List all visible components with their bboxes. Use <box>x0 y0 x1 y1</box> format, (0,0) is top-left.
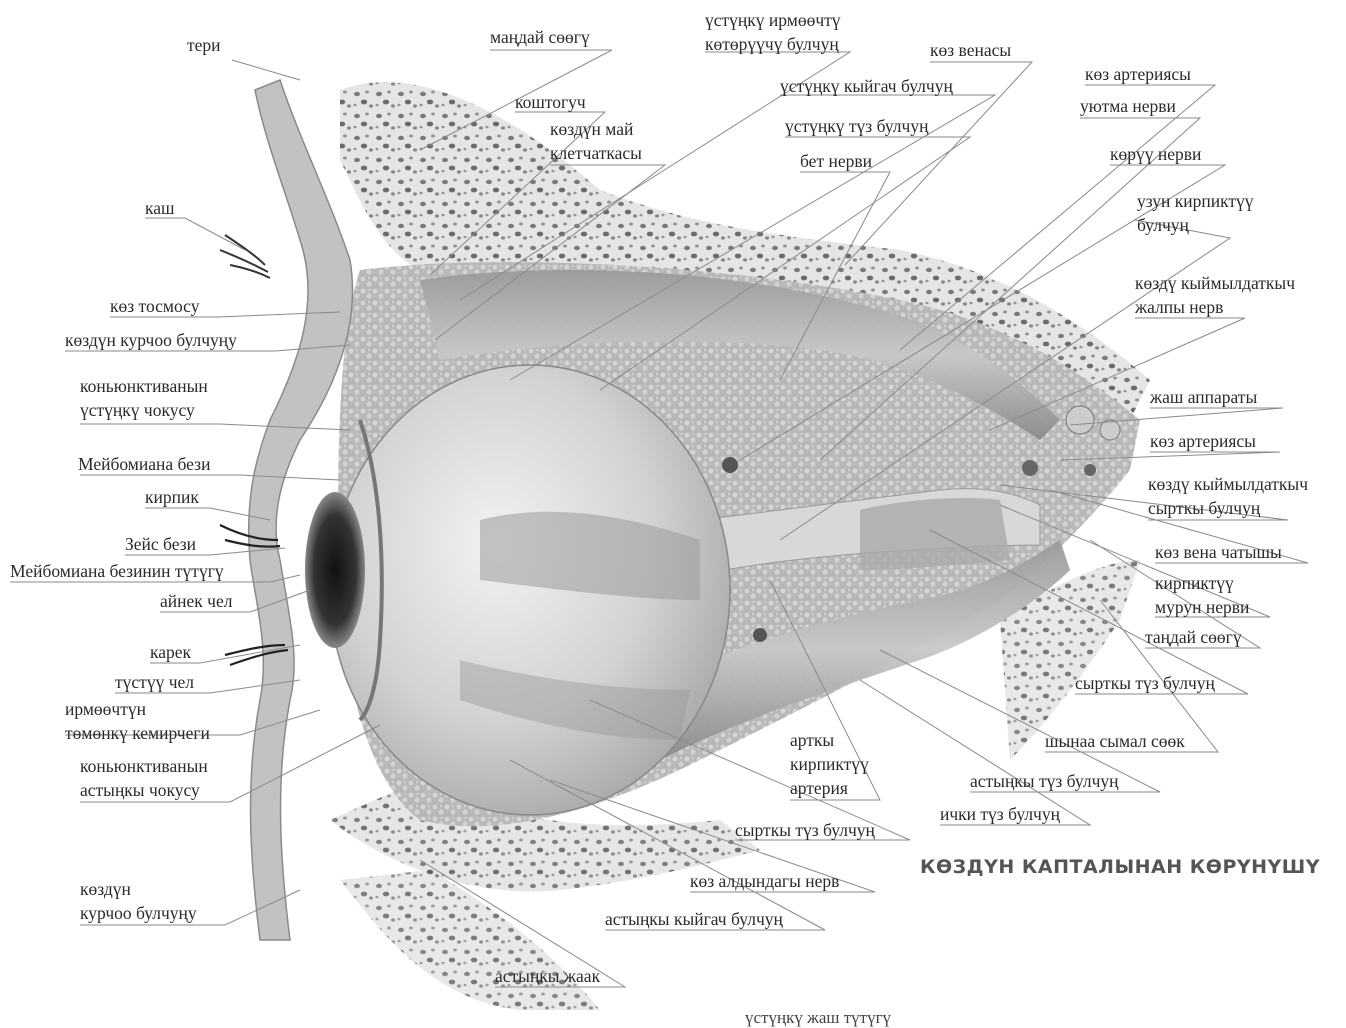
label-ust-irmeochu-line1: үстүңкү ирмөөчтү <box>705 8 841 32</box>
diagram-title: КӨЗДҮН КАПТАЛЫНАН КӨРҮНҮШҮ <box>920 856 1320 878</box>
label-koruu-nervi: көрүү нерви <box>1110 142 1201 166</box>
label-koz-vena-chatyshy: көз вена чатышы <box>1155 540 1282 564</box>
label-kozdu-syrtky: көздү кыймылдаткыч сырткы булчуң <box>1148 472 1308 520</box>
label-kozdu-syrtky-line2: сырткы булчуң <box>1148 496 1308 520</box>
label-arky-line1: арткы <box>790 728 869 752</box>
label-kozdun-mai-line2: клетчаткасы <box>550 141 642 165</box>
label-kurchoo-bottom-line1: көздүн <box>80 877 197 901</box>
label-koz-aldyndagy: көз алдындагы нерв <box>690 869 839 893</box>
label-tandai-soogu: таңдай сөөгү <box>1145 625 1242 649</box>
label-jash-apparaty: жаш аппараты <box>1150 385 1257 409</box>
label-kirpiktuu-murun-line1: кирпиктүү <box>1155 571 1249 595</box>
label-kurchoo-bottom: көздүн курчоо булчуңу <box>80 877 197 925</box>
label-irmeochtun-line2: төмөнкү кемирчеги <box>65 721 210 745</box>
label-uytma-nervi: уютма нерви <box>1080 94 1176 118</box>
label-bet-nervi: бет нерви <box>800 149 872 173</box>
label-shynaa: шынаа сымал сөөк <box>1045 729 1185 753</box>
label-kurchoo-top: көздүн курчоо булчуңу <box>65 328 237 352</box>
label-cut-off-bottom: үстүңкү жаш түтүгү <box>745 1008 891 1028</box>
label-koz-arteriyasy-top: көз артериясы <box>1085 62 1191 86</box>
cornea <box>305 492 365 648</box>
label-konyunk-ast-line1: коньюнктиванын <box>80 754 208 778</box>
label-meibom-bezi: Мейбомиана бези <box>78 452 210 476</box>
label-koz-tosmosu: көз тосмосу <box>110 294 199 318</box>
label-uzun-kirpik: узун кирпиктүү булчуң <box>1137 189 1254 237</box>
label-uzun-kirpik-line2: булчуң <box>1137 213 1254 237</box>
label-konyunk-ust: коньюнктиванын үстүңкү чокусу <box>80 374 208 422</box>
label-arky-line3: артерия <box>790 776 869 800</box>
label-ust-irmeochu-line2: көтөрүүчү булчуң <box>705 32 841 56</box>
label-arky-line2: кирпиктүү <box>790 752 869 776</box>
label-tustuu-chel: түстүү чел <box>115 670 194 694</box>
label-teri: тери <box>187 33 221 57</box>
label-syrtky-tuz-bottom: сырткы түз булчуң <box>735 818 875 842</box>
label-ust-tuz: үстүңкү түз булчуң <box>785 114 928 138</box>
label-konyunk-ust-line1: коньюнктиванын <box>80 374 208 398</box>
label-kash: каш <box>145 196 174 220</box>
label-kirpiktuu-murun: кирпиктүү мурун нерви <box>1155 571 1249 619</box>
label-konyunk-ast-line2: астыңкы чокусу <box>80 778 208 802</box>
label-meibom-tutugu: Мейбомиана безинин түтүгү <box>10 559 224 583</box>
label-ust-irmeochu: үстүңкү ирмөөчтү көтөрүүчү булчуң <box>705 8 841 56</box>
label-ast-kyigach: астыңкы кыйгач булчуң <box>605 907 783 931</box>
label-mandai-soogu: маңдай сөөгү <box>490 25 590 49</box>
label-kozdun-mai: көздүн май клетчаткасы <box>550 117 642 165</box>
label-ainek-chel: айнек чел <box>160 589 232 613</box>
label-kirpik: кирпик <box>145 485 199 509</box>
label-kozdu-kyimyl-line1: көздү кыймылдаткыч <box>1135 271 1295 295</box>
label-ichki-tuz: ички түз булчуң <box>940 802 1060 826</box>
label-ust-kyigach: үстүңкү кыйгач булчуң <box>780 74 953 98</box>
label-kozdu-kyimyl: көздү кыймылдаткыч жалпы нерв <box>1135 271 1295 319</box>
label-uzun-kirpik-line1: узун кирпиктүү <box>1137 189 1254 213</box>
label-kozdu-syrtky-line1: көздү кыймылдаткыч <box>1148 472 1308 496</box>
label-irmeochtun-line1: ирмөөчтүн <box>65 697 210 721</box>
label-koz-venasy: көз венасы <box>930 38 1011 62</box>
label-irmeochtun: ирмөөчтүн төмөнкү кемирчеги <box>65 697 210 745</box>
eyebrow-hairs <box>220 235 270 278</box>
label-zeis-bezi: Зейс бези <box>125 532 196 556</box>
label-konyunk-ast: коньюнктиванын астыңкы чокусу <box>80 754 208 802</box>
label-astynky-tuz: астыңкы түз булчуң <box>970 769 1119 793</box>
label-kozdun-mai-line1: көздүн май <box>550 117 642 141</box>
label-koshtoguch: коштогуч <box>515 90 586 114</box>
label-kozdu-kyimyl-line2: жалпы нерв <box>1135 295 1295 319</box>
label-koz-arteriyasy-mid: көз артериясы <box>1150 429 1256 453</box>
label-astynky-jaak: астыңкы жаак <box>495 964 600 988</box>
label-syrtky-tuz-right: сырткы түз булчуң <box>1075 671 1215 695</box>
label-konyunk-ust-line2: үстүңкү чокусу <box>80 398 208 422</box>
label-karek: карек <box>150 640 191 664</box>
label-arky-kirpik-arteriya: арткы кирпиктүү артерия <box>790 728 869 800</box>
label-kirpiktuu-murun-line2: мурун нерви <box>1155 595 1249 619</box>
label-kurchoo-bottom-line2: курчоо булчуңу <box>80 901 197 925</box>
